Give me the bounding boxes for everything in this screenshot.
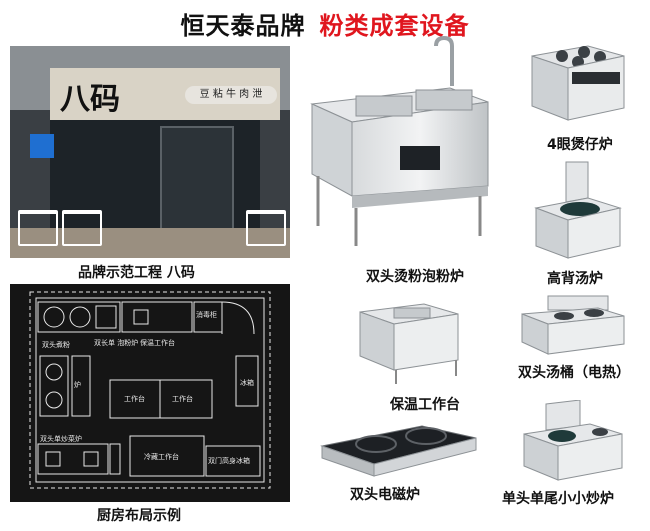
showcase-caption: 品牌示范工程 八码 (78, 265, 195, 281)
plan-label: 双头煮粉 (42, 341, 70, 349)
plan-label: 双门高身冰箱 (208, 457, 250, 465)
shop-sign-text: 八码 (60, 82, 120, 117)
high-back-caption: 高背汤炉 (547, 271, 603, 287)
soup-bucket-image (521, 295, 625, 355)
induction-caption: 双头电磁炉 (350, 487, 420, 503)
plan-label: 炉 (74, 381, 81, 389)
table (62, 210, 102, 246)
induction-cooker-image (320, 425, 477, 477)
table (246, 210, 286, 246)
four-burner-caption: 4眼煲仔炉 (547, 137, 613, 153)
plan-label: 双头单炒菜炉 (40, 435, 82, 443)
plan-label: 工作台 (172, 395, 193, 403)
shop-sign-tagline: 豆 粘 牛 肉 泄 (185, 86, 277, 104)
wok-caption: 单头单尾小小炒炉 (502, 491, 614, 507)
storefront-photo: 八码 豆 粘 牛 肉 泄 (10, 46, 290, 258)
brand-title: 恒天泰品牌 (180, 12, 306, 40)
plan-label: 保温工作台 (140, 339, 175, 347)
plan-label: 工作台 (124, 395, 145, 403)
noodle-cooker-caption: 双头烫粉泡粉炉 (366, 269, 464, 285)
layout-caption: 厨房布局示例 (97, 508, 181, 524)
wok-stove-image (523, 400, 623, 481)
product-subtitle: 粉类成套设备 (319, 12, 470, 40)
door-notice (30, 134, 54, 158)
four-burner-stove-image (531, 45, 625, 121)
plan-label: 冰箱 (240, 379, 254, 387)
warm-table-caption: 保温工作台 (390, 397, 460, 413)
plan-label: 双长单 泡粉炉 (94, 339, 139, 347)
table (18, 210, 58, 246)
plan-label: 消毒柜 (196, 311, 217, 319)
noodle-cooker-image (310, 36, 489, 246)
kitchen-layout-plan: 双头煮粉 双长单 泡粉炉 保温工作台 消毒柜 炉 工作台 工作台 冰箱 双头单炒… (10, 284, 290, 502)
warm-table-image (359, 303, 459, 384)
soup-bucket-caption: 双头汤桶（电热） (518, 365, 630, 381)
plan-label: 冷藏工作台 (144, 453, 179, 461)
high-back-stove-image (534, 161, 622, 259)
page-title: 恒天泰品牌粉类成套设备 (0, 6, 650, 41)
layout-drawing (29, 291, 271, 489)
